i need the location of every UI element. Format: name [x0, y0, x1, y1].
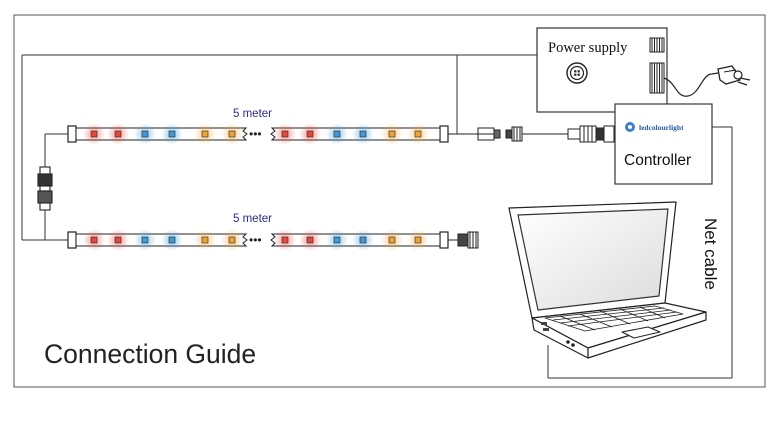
led-chip: [388, 130, 396, 138]
terminal-block-icon: [649, 37, 665, 94]
led-chip: [333, 236, 341, 244]
led-chip: [228, 236, 236, 244]
led-chip: [90, 236, 98, 244]
diagram-title: Connection Guide: [44, 339, 256, 369]
strip-end-cap: [439, 125, 449, 143]
led-chip: [201, 236, 209, 244]
strip-end-cap: [67, 125, 77, 143]
controller-brand: ledcolourlight: [639, 123, 684, 132]
led-strip-bottom: •••: [67, 229, 449, 251]
led-chip: [141, 236, 149, 244]
led-chip: [333, 130, 341, 138]
link-connector-icon: [37, 166, 53, 211]
controller: ledcolourlight Controller: [614, 103, 713, 185]
strip-bottom-length: 5 meter: [233, 213, 272, 225]
led-chip: [228, 130, 236, 138]
net-cable-label: Net cable: [701, 218, 720, 290]
strip-connector-icon: [448, 126, 568, 142]
power-plug-icon: [663, 65, 751, 97]
led-chip: [114, 236, 122, 244]
led-chip: [201, 130, 209, 138]
controller-label: Controller: [624, 152, 691, 169]
led-chip: [359, 130, 367, 138]
led-chip: [114, 130, 122, 138]
power-socket-icon: [566, 62, 588, 84]
strip-gap-mark: •••: [249, 127, 262, 141]
net-cable: [547, 126, 733, 379]
led-chip: [359, 236, 367, 244]
brand-logo-icon: [625, 122, 635, 132]
power-supply: Power supply: [536, 27, 668, 113]
led-chip: [414, 236, 422, 244]
strip-top-length: 5 meter: [233, 108, 272, 120]
led-chip: [388, 236, 396, 244]
strip-end-connector-icon: [448, 231, 479, 249]
led-chip: [141, 130, 149, 138]
strip-end-cap: [67, 231, 77, 249]
led-chip: [306, 130, 314, 138]
led-chip: [414, 130, 422, 138]
led-chip: [168, 236, 176, 244]
laptop-icon: [508, 201, 707, 359]
power-wires: [21, 54, 537, 241]
led-chip: [306, 236, 314, 244]
led-chip: [281, 236, 289, 244]
led-chip: [168, 130, 176, 138]
dmx-connector-icon: [567, 125, 615, 143]
led-chip: [90, 130, 98, 138]
led-strip-top: •••: [67, 123, 449, 145]
laptop-keyboard: [544, 305, 684, 332]
led-chip: [281, 130, 289, 138]
strip-end-cap: [439, 231, 449, 249]
power-supply-label: Power supply: [548, 40, 628, 56]
strip-gap-mark: •••: [249, 233, 262, 247]
